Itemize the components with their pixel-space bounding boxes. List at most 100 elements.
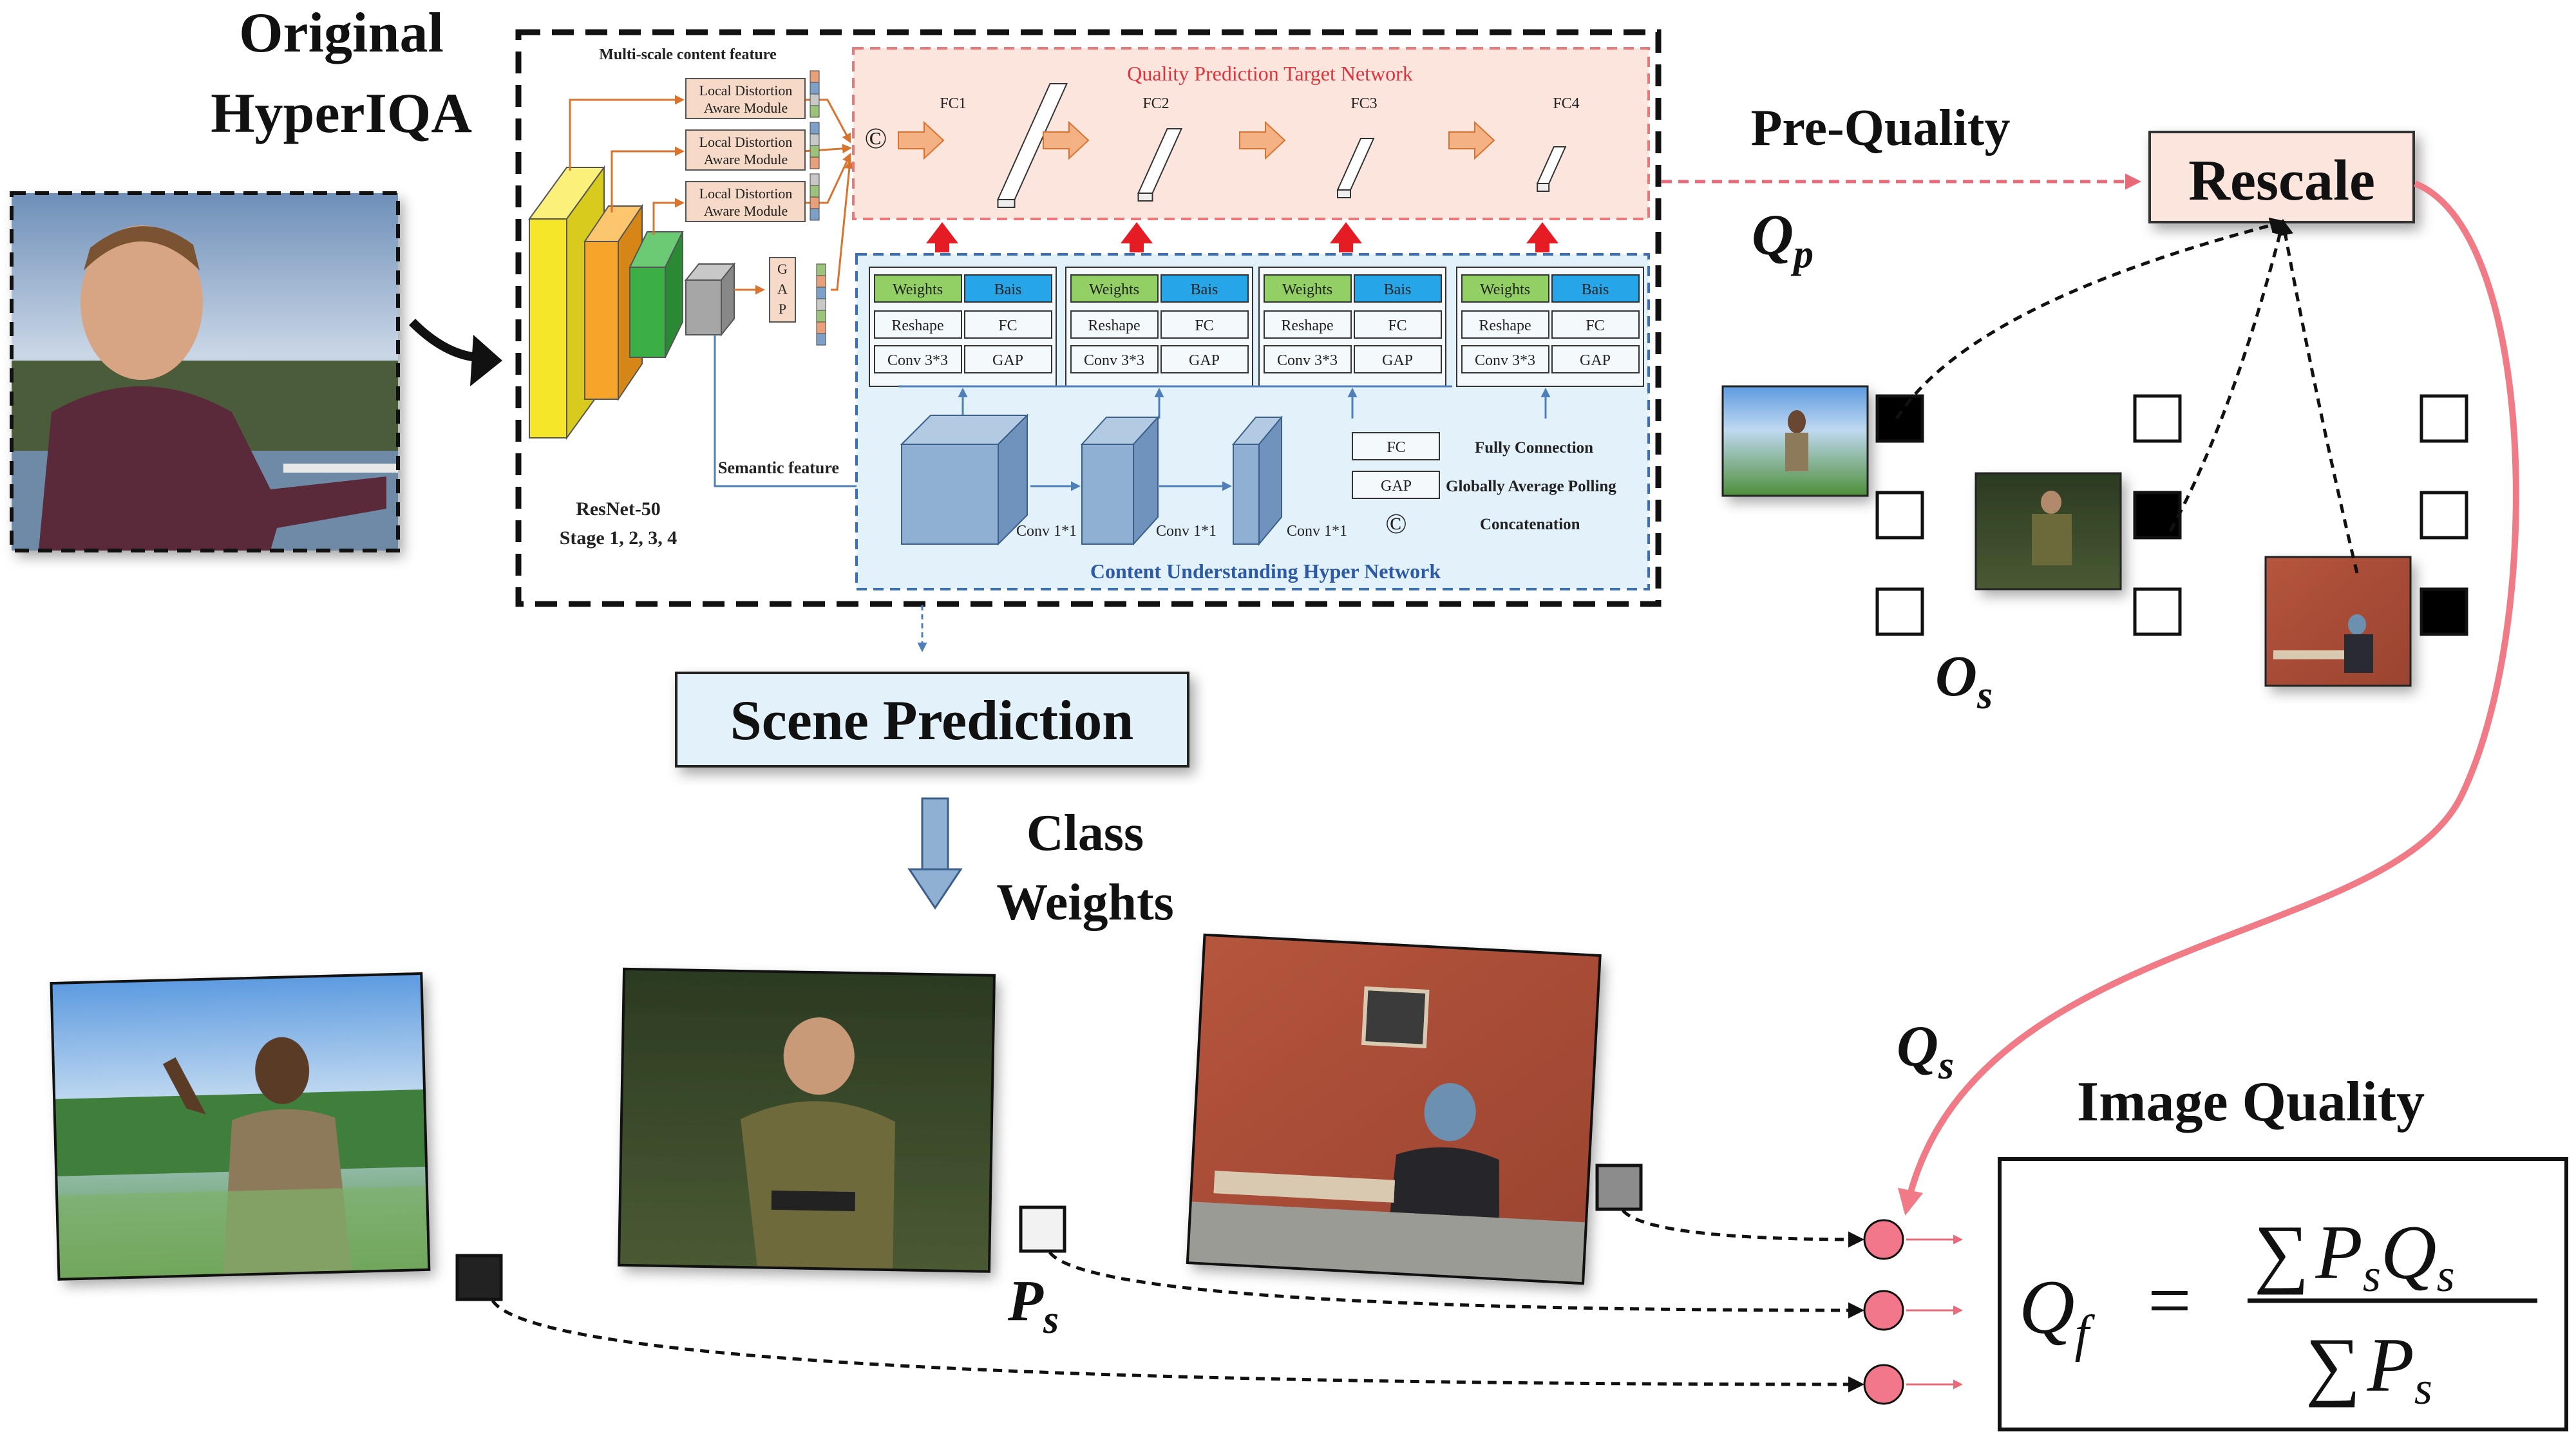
- os-grid-cell: [2133, 491, 2182, 540]
- hyper-cell-label: Weights: [1089, 281, 1139, 298]
- scene-prediction-box: [675, 672, 1189, 768]
- red-up-arrow: [1121, 222, 1153, 252]
- os1-to-rescale-arrow: [1895, 217, 2286, 420]
- feature-strip-cell: [816, 298, 826, 311]
- feature-strip-cell: [816, 310, 826, 323]
- hyper-cell-label: Conv 3*3: [887, 352, 948, 369]
- feature-strip-cell: [816, 333, 826, 346]
- legend-key-fc: FC: [1387, 439, 1405, 456]
- semantic-feature-arrow: [714, 335, 900, 491]
- scene-photo-lakeside: [51, 973, 430, 1279]
- hyper-cell-label: Bais: [994, 281, 1022, 298]
- os-grid-cell: [2420, 394, 2468, 443]
- red-up-arrow: [1330, 222, 1362, 252]
- os-grid-cell: [1875, 491, 1924, 540]
- feature-strip-cell: [810, 196, 820, 209]
- feature-strip-cell: [810, 82, 820, 95]
- feature-vector-strips: [810, 70, 826, 346]
- feature-strip-cell: [810, 185, 820, 198]
- fc-flow-arrow: [1043, 120, 1090, 160]
- hyper-network-title: Content Understanding Hyper Network: [1090, 560, 1441, 583]
- hyper-cell-label: GAP: [1580, 352, 1611, 369]
- hyper-cell-label: Conv 3*3: [1084, 352, 1144, 369]
- feature-strip-cell: [810, 173, 820, 186]
- hyper-cell-label: FC: [998, 317, 1017, 334]
- class-weights-line1: Class: [1027, 805, 1144, 862]
- fusion-node: [1863, 1290, 1904, 1331]
- fc-label: FC1: [940, 95, 966, 112]
- os-grid-cell: [1875, 394, 1924, 443]
- hyper-cell-label: Bais: [1582, 281, 1609, 298]
- ps3-to-node-arrow: [1622, 1209, 1864, 1248]
- fc-label: FC4: [1553, 95, 1579, 112]
- rescale-to-qs-curve: [1898, 180, 2519, 1216]
- scene-photo-night: [619, 968, 994, 1272]
- hyper-cell-label: Conv 3*3: [1277, 352, 1338, 369]
- pre-quality-label: Pre-Quality: [1751, 100, 2011, 156]
- svg-text:Local Distortion: Local Distortion: [699, 134, 793, 150]
- image-quality-label: Image Quality: [2077, 1071, 2425, 1133]
- formula-denominator: ∑Ps: [2306, 1322, 2432, 1414]
- scene-photo-brick: [1187, 934, 1600, 1284]
- formula-equals: =: [2148, 1258, 2192, 1343]
- feature-strip-cell: [810, 133, 820, 146]
- network-legend: FC Fully Connection GAP Globally Average…: [1352, 432, 1616, 540]
- os-thumbnail-2: [1976, 473, 2121, 589]
- qp-symbol: Qp: [1752, 203, 1814, 276]
- legend-desc-gap: Globally Average Polling: [1446, 478, 1616, 495]
- ps-square: [1019, 1205, 1066, 1253]
- os3-to-rescale-arrow: [2277, 219, 2359, 574]
- os-thumbnail-3: [2266, 557, 2410, 686]
- fc-label: FC3: [1350, 95, 1377, 112]
- resnet-stage1-block: [529, 218, 567, 438]
- ldam-module-3: Local Distortion Aware Module: [685, 181, 806, 222]
- conv11-label-1: Conv 1*1: [1016, 523, 1077, 540]
- hyper-cell-label: GAP: [1189, 352, 1220, 369]
- svg-text:Aware Module: Aware Module: [704, 100, 788, 116]
- quality-formula: Qf = ∑PsQs ∑Ps: [2019, 1209, 2537, 1414]
- legend-desc-fc: Fully Connection: [1475, 439, 1593, 457]
- legend-key-gap: GAP: [1381, 478, 1412, 495]
- fusion-nodes: [1863, 1219, 1963, 1405]
- hyper-cell-label: Bais: [1191, 281, 1218, 298]
- gap-box: G A P: [769, 257, 796, 323]
- input-photo-border: [10, 191, 400, 552]
- ps-probability-squares: [455, 1164, 1643, 1301]
- semantic-feature-label: Semantic feature: [718, 458, 839, 477]
- conv-cube-2: [1081, 444, 1134, 545]
- qs-symbol: Qs: [1897, 1015, 1954, 1088]
- class-weights-line2: Weights: [996, 874, 1174, 931]
- legend-key-concat: ©: [1385, 508, 1406, 540]
- feature-strip-cell: [810, 208, 820, 221]
- legend-desc-concat: Concatenation: [1480, 516, 1580, 533]
- conv-cubes: [900, 413, 1283, 546]
- fc-flow-arrow: [1239, 120, 1286, 160]
- rescale-label: Rescale: [2188, 149, 2375, 212]
- hyper-cell-label: FC: [1586, 317, 1604, 334]
- feature-strip-cell: [810, 70, 820, 83]
- fc-flow-arrow: [1448, 120, 1495, 160]
- svg-text:P: P: [779, 301, 786, 317]
- feature-strip-cell: [810, 93, 820, 106]
- formula-numerator: ∑PsQs: [2254, 1209, 2455, 1301]
- feature-strip-cell: [810, 145, 820, 158]
- formula-lhs: Qf: [2019, 1264, 2096, 1362]
- os-one-hot-grid: [1875, 394, 2468, 636]
- conv-cube-3: [1233, 444, 1260, 545]
- ps2-to-node-arrow: [1048, 1251, 1864, 1319]
- fusion-node: [1863, 1219, 1904, 1260]
- os2-to-rescale-arrow: [2168, 219, 2288, 533]
- ps-symbol: Ps: [1007, 1269, 1059, 1342]
- feature-strip-cell: [810, 156, 820, 169]
- conv11-label-3: Conv 1*1: [1287, 523, 1347, 540]
- os-grid-cell: [1875, 587, 1924, 636]
- red-up-arrow: [926, 222, 958, 252]
- hyper-cell-label: Bais: [1384, 281, 1412, 298]
- hyper-cell-label: FC: [1388, 317, 1406, 334]
- svg-text:Aware Module: Aware Module: [704, 151, 788, 167]
- feature-strip-cell: [816, 275, 826, 288]
